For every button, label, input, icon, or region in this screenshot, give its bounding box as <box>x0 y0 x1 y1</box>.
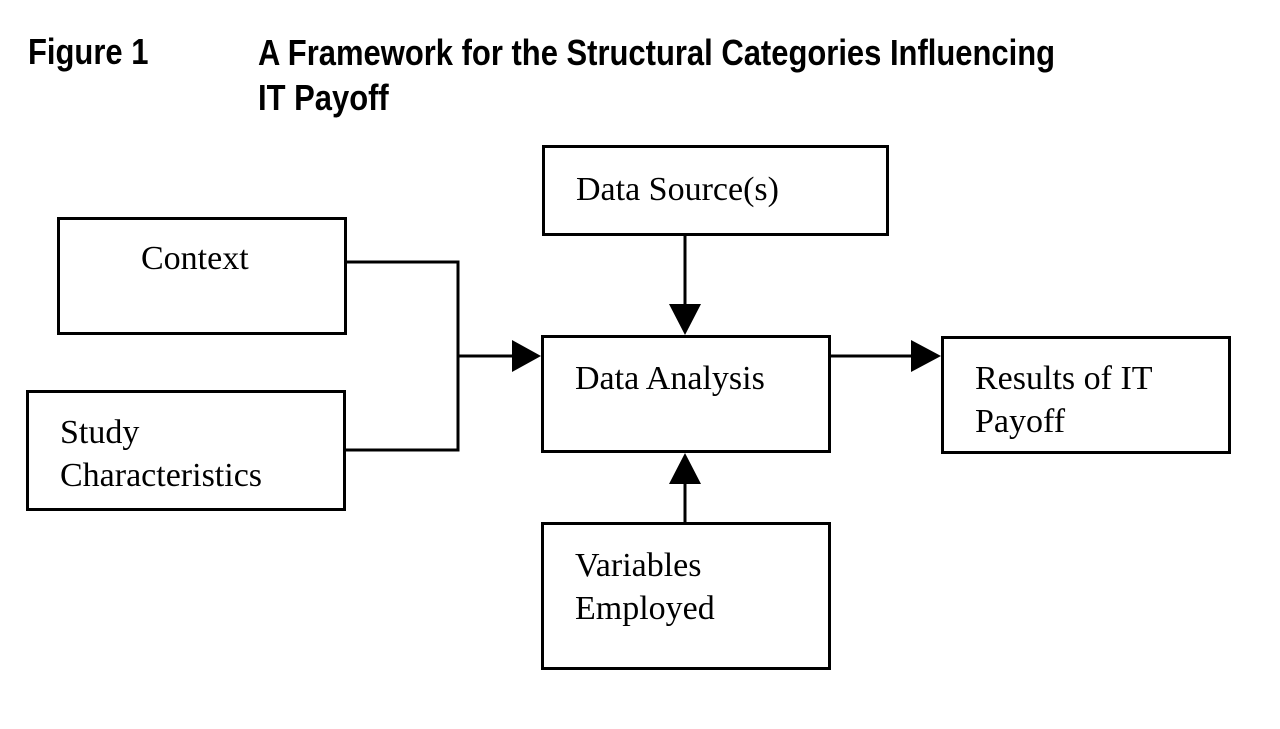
arrowhead-into-analysis-top <box>669 304 701 335</box>
arrowhead-into-analysis-bottom <box>669 453 701 484</box>
figure-title-line: A Framework for the Structural Categorie… <box>258 32 1056 73</box>
figure-label: Figure 1 <box>28 31 149 72</box>
node-study-characteristics: Study Characteristics <box>26 390 346 511</box>
node-label: Context <box>141 240 249 277</box>
edge-study-to-analysis <box>346 356 460 452</box>
edge-context-to-analysis <box>347 260 460 356</box>
node-results: Results of IT Payoff <box>941 336 1231 454</box>
node-label: Payoff <box>975 403 1066 440</box>
node-data-source: Data Source(s) <box>542 145 889 236</box>
node-label: Results of IT <box>975 360 1153 397</box>
node-context: Context <box>57 217 347 335</box>
node-label: Data Source(s) <box>576 171 779 208</box>
node-data-analysis: Data Analysis <box>541 335 831 453</box>
figure-title-line: IT Payoff <box>258 77 389 118</box>
node-label: Characteristics <box>60 457 263 494</box>
node-variables-employed: Variables Employed <box>541 522 831 670</box>
node-label: Employed <box>575 590 715 627</box>
figure-title: A Framework for the Structural Categorie… <box>258 30 1055 120</box>
arrowhead-into-analysis-left <box>512 340 541 372</box>
node-label: Variables <box>575 547 702 584</box>
node-label: Data Analysis <box>575 360 765 397</box>
arrowhead-into-results <box>911 340 941 372</box>
node-label: Study <box>60 414 140 451</box>
